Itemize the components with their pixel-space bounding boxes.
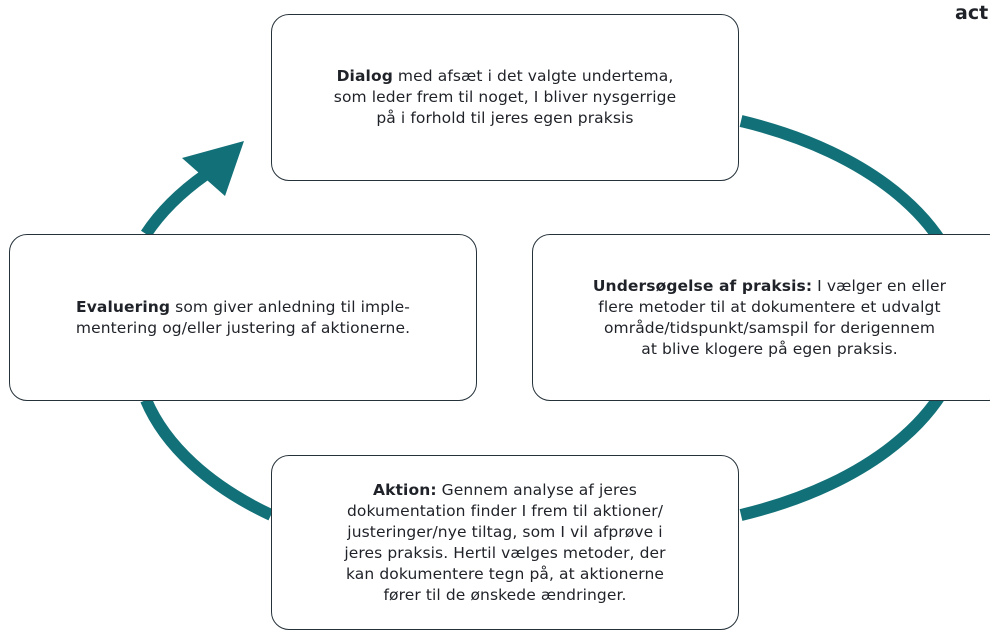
step-text-dialog: Dialog med afsæt i det valgte undertema,… xyxy=(334,66,676,129)
step-line: dokumentation finder I frem til aktioner… xyxy=(346,501,664,520)
step-title-undersoegelse: Undersøgelse af praksis: xyxy=(592,276,813,295)
step-text-aktion: Aktion: Gennem analyse af jeres dokument… xyxy=(344,480,665,606)
step-text-evaluering: Evaluering som giver anledning til imple… xyxy=(76,297,410,339)
step-line: kan dokumentere tegn på, at aktionerne xyxy=(345,564,665,583)
cycle-arc-bottom-left xyxy=(140,397,274,521)
step-line: Gennem analyse af jeres xyxy=(436,480,637,499)
cycle-arrowhead xyxy=(182,141,244,196)
step-text-undersoegelse: Undersøgelse af praksis: I vælger en ell… xyxy=(593,276,946,360)
brand-logo-text: act xyxy=(955,2,989,24)
step-line: jeres praksis. Hertil vælges metoder, de… xyxy=(344,543,666,562)
step-line: fører til de ønskede ændringer. xyxy=(383,585,627,604)
step-line: I vælger en eller xyxy=(812,276,947,295)
cycle-arc-top-left xyxy=(140,170,209,238)
step-box-undersoegelse: Undersøgelse af praksis: I vælger en ell… xyxy=(532,234,990,401)
step-box-dialog: Dialog med afsæt i det valgte undertema,… xyxy=(271,14,739,181)
step-title-aktion: Aktion: xyxy=(373,480,437,499)
step-line: som leder frem til noget, I bliver nysge… xyxy=(333,88,677,106)
step-box-evaluering: Evaluering som giver anledning til imple… xyxy=(9,234,477,401)
step-line: flere metoder til at dokumentere et udva… xyxy=(598,297,941,316)
step-line: med afsæt i det valgte undertema, xyxy=(392,67,674,85)
step-line: på i forhold til jeres egen praksis xyxy=(376,109,634,127)
step-line: mentering og/eller justering af aktioner… xyxy=(75,318,411,337)
step-title-evaluering: Evaluering xyxy=(76,297,171,316)
step-line: område/tidspunkt/samspil for derigennem xyxy=(603,318,936,337)
step-line: som giver anledning til imple- xyxy=(170,297,410,316)
step-line: justeringer/nye tiltag, som I vil afprøv… xyxy=(347,522,663,541)
step-line: at blive klogere på egen praksis. xyxy=(641,339,898,358)
step-title-dialog: Dialog xyxy=(336,67,393,85)
step-box-aktion: Aktion: Gennem analyse af jeres dokument… xyxy=(271,455,739,630)
